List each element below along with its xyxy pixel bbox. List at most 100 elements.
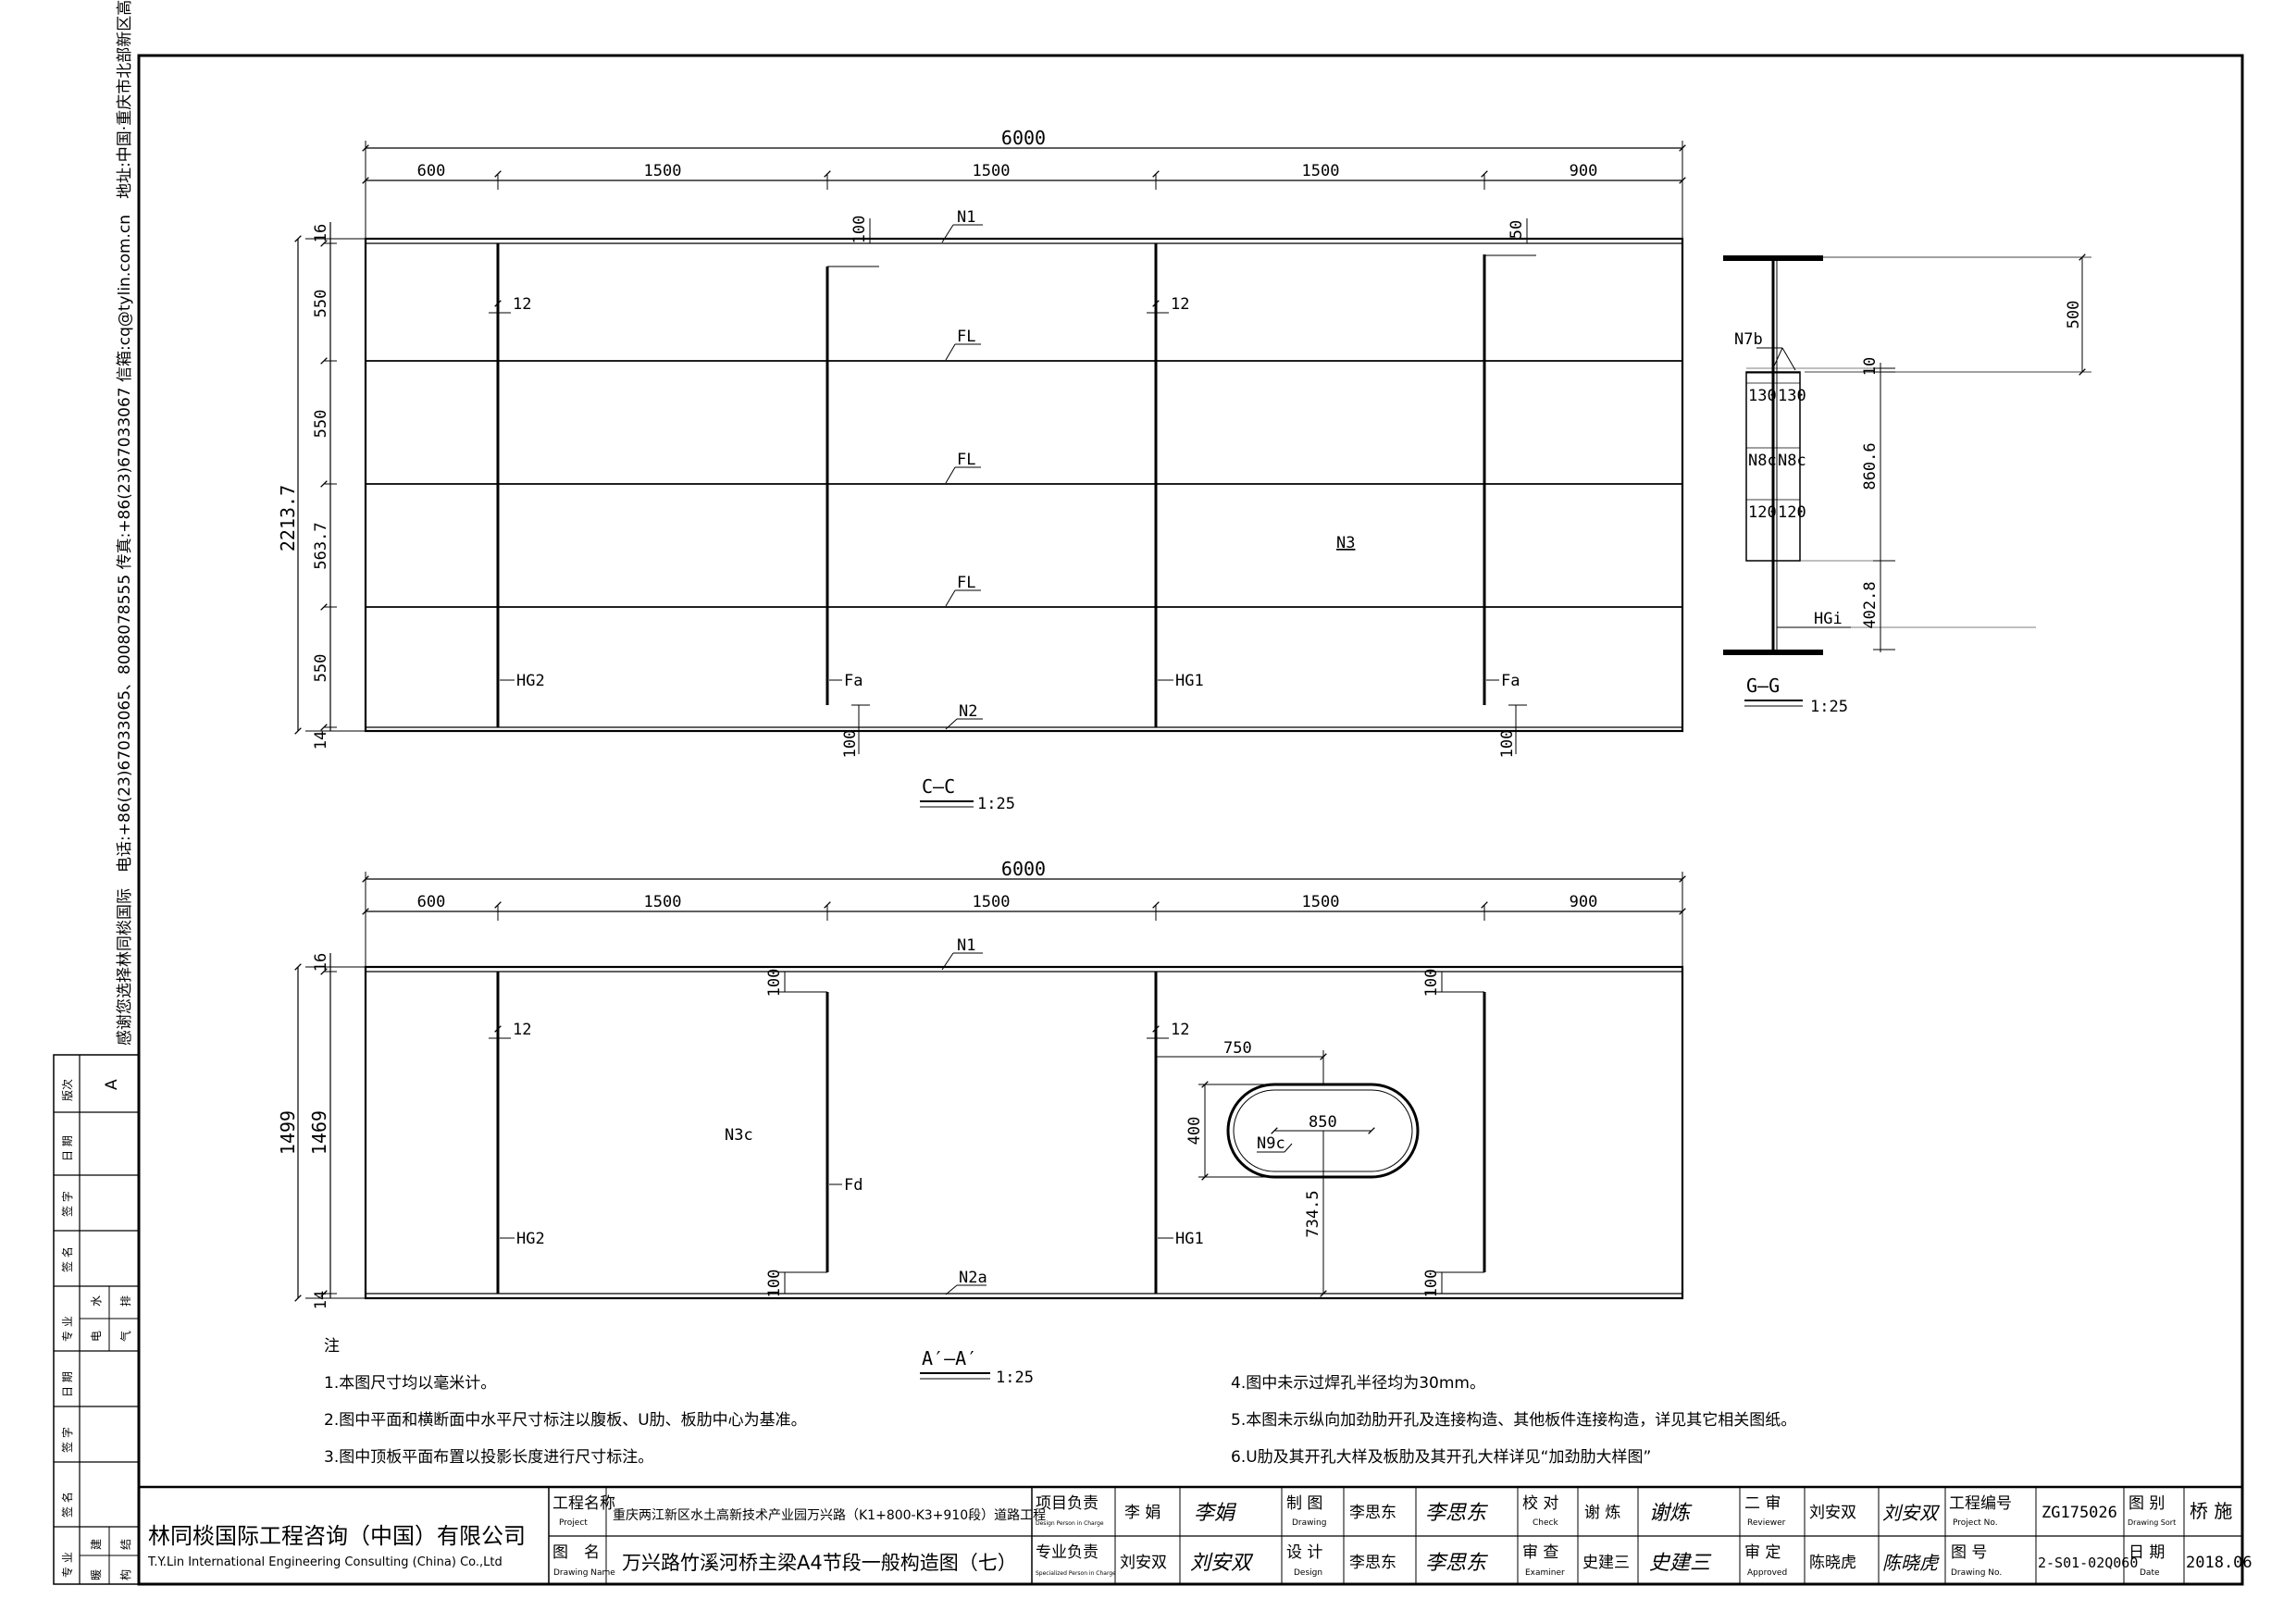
gg-dim-120-a: 120 — [1748, 503, 1777, 522]
aa-dim-400: 400 — [1185, 1117, 1204, 1146]
date-label-2: 日 期 — [61, 1371, 74, 1397]
aa-dim-100-d: 100 — [1422, 1270, 1441, 1298]
drawing-label-en: Drawing Name — [553, 1568, 615, 1578]
cc-label-fa-2: Fa — [1501, 672, 1520, 690]
sp-name: 刘安双 — [1120, 1554, 1167, 1572]
company-address: 感谢您选择林同棪国际 电话:+86(23)67033065、8008078555… — [116, 0, 134, 1046]
cc-h-bot: 14 — [312, 731, 330, 750]
discipline-2: 排 — [119, 1295, 132, 1307]
design-signature: 李思东 — [1425, 1552, 1489, 1575]
cc-dim-100-bot-a: 100 — [841, 730, 860, 759]
cc-overall-width: 6000 — [1001, 127, 1046, 149]
date-label: 日 期 — [2128, 1543, 2165, 1562]
project-label-en: Project — [559, 1518, 588, 1528]
gg-dim-860: 860.6 — [1861, 442, 1880, 489]
notes: 注 1.本图尺寸均以毫米计。 2.图中平面和横断面中水平尺寸标注以腹板、U肋、板… — [324, 1337, 1796, 1467]
rev-label: 二 审 — [1744, 1494, 1781, 1513]
cc-overall-height: 2213.7 — [277, 485, 299, 551]
date-label-en: Date — [2140, 1568, 2160, 1578]
project-name: 重庆两江新区水土高新技术产业园万兴路（K1+800-K3+910段）道路工程 — [613, 1507, 1046, 1523]
aa-dim-850: 850 — [1309, 1113, 1337, 1132]
cc-dim-12-a: 12 — [513, 295, 531, 314]
aa-label-hg1: HG1 — [1175, 1230, 1204, 1248]
draw-name: 李思东 — [1349, 1504, 1396, 1522]
notes-heading: 注 — [324, 1337, 340, 1356]
projno-value: ZG175026 — [2042, 1504, 2117, 1522]
check-signature: 谢炼 — [1649, 1502, 1693, 1525]
cc-span-3: 1500 — [973, 162, 1011, 180]
aa-label-hg2: HG2 — [516, 1230, 545, 1248]
cc-dim-100-bot-b: 100 — [1498, 730, 1517, 759]
gg-dim-130-a: 130 — [1748, 387, 1777, 405]
dwgno-label: 图 号 — [1951, 1543, 1987, 1562]
rev-signature: 刘安双 — [1882, 1502, 1941, 1524]
aa-dim-734: 734.5 — [1304, 1190, 1322, 1237]
cc-span-1: 600 — [417, 162, 446, 180]
appr-signature: 陈晓虎 — [1882, 1552, 1940, 1574]
aa-h-bot: 14 — [312, 1291, 330, 1309]
pm-label-en: Design Person in Charge — [1036, 1520, 1104, 1527]
gg-label-n7b: N7b — [1734, 330, 1763, 349]
aa-dim-12-b: 12 — [1171, 1021, 1189, 1039]
cc-span-4: 1500 — [1302, 162, 1340, 180]
check-label-en: Check — [1533, 1518, 1558, 1528]
dwgno-label-en: Drawing No. — [1951, 1568, 2002, 1578]
sign-label-2: 签 字 — [60, 1427, 74, 1453]
aa-h-top: 16 — [312, 953, 330, 972]
sort-label-en: Drawing Sort — [2128, 1518, 2176, 1527]
appr-label: 审 定 — [1744, 1543, 1781, 1562]
design-label-en: Design — [1294, 1568, 1322, 1578]
cc-label-fl-2: FL — [957, 451, 975, 469]
exam-label-en: Examiner — [1525, 1568, 1565, 1578]
cc-label-fl-3: FL — [957, 574, 975, 592]
discipline-label-2: 专 业 — [60, 1552, 74, 1578]
aa-span-4: 1500 — [1302, 893, 1340, 911]
aa-label-n2a: N2a — [959, 1269, 987, 1287]
draw-label-en: Drawing — [1292, 1518, 1326, 1528]
dwgno-value: 2-S01-02Q060 — [2038, 1555, 2138, 1571]
aa-dim-750: 750 — [1223, 1039, 1252, 1058]
aa-overall-width: 6000 — [1001, 858, 1046, 880]
revision-label: 版次 — [61, 1079, 74, 1101]
cc-label-n2: N2 — [959, 702, 977, 721]
gg-dim-500: 500 — [2065, 301, 2083, 329]
aa-label-n1: N1 — [957, 936, 975, 955]
note-2: 2.图中平面和横断面中水平尺寸标注以腹板、U肋、板肋中心为基准。 — [324, 1411, 807, 1430]
aa-dim-100-a: 100 — [765, 969, 784, 997]
date-label-1: 日 期 — [61, 1135, 74, 1161]
cc-h-4: 550 — [312, 654, 330, 683]
pm-signature: 李娟 — [1194, 1502, 1237, 1525]
aa-inner-height: 1469 — [308, 1110, 330, 1155]
aa-title: A′—A′ — [922, 1347, 977, 1369]
aa-span-3: 1500 — [973, 893, 1011, 911]
cc-label-fa-1: Fa — [844, 672, 863, 690]
title-block: 林同棪国际工程咨询（中国）有限公司 T.Y.Lin International … — [139, 1485, 2253, 1584]
cc-label-n3: N3 — [1336, 534, 1355, 552]
cc-dim-12-b: 12 — [1171, 295, 1189, 314]
check-name: 谢 炼 — [1584, 1504, 1620, 1522]
exam-label: 审 查 — [1522, 1543, 1558, 1562]
rev-label-en: Reviewer — [1747, 1518, 1786, 1528]
discipline-4: 气 — [118, 1331, 132, 1342]
aa-span-1: 600 — [417, 893, 446, 911]
discipline-1: 水 — [90, 1295, 103, 1307]
note-3: 3.图中顶板平面布置以投影长度进行尺寸标注。 — [324, 1448, 653, 1467]
cc-label-fl-1: FL — [957, 328, 975, 346]
discipline-label-1: 专 业 — [60, 1316, 74, 1342]
cc-label-n1: N1 — [957, 208, 975, 227]
cc-label-hg1: HG1 — [1175, 672, 1204, 690]
sort-value: 桥 施 — [2190, 1500, 2232, 1522]
date-value: 2018.06 — [2186, 1554, 2253, 1572]
discipline-7: 暖 — [90, 1569, 103, 1580]
aa-dim-100-c: 100 — [765, 1270, 784, 1298]
projno-label: 工程编号 — [1949, 1494, 2012, 1513]
pm-label: 项目负责 — [1036, 1494, 1098, 1513]
aa-span-2: 1500 — [644, 893, 682, 911]
note-1: 1.本图尺寸均以毫米计。 — [324, 1374, 496, 1393]
rev-name: 刘安双 — [1809, 1504, 1856, 1522]
gg-dim-120-b: 120 — [1778, 503, 1806, 522]
cc-scale: 1:25 — [977, 795, 1015, 813]
cc-h-2: 550 — [312, 410, 330, 439]
gg-label-hgi: HGi — [1814, 610, 1843, 628]
